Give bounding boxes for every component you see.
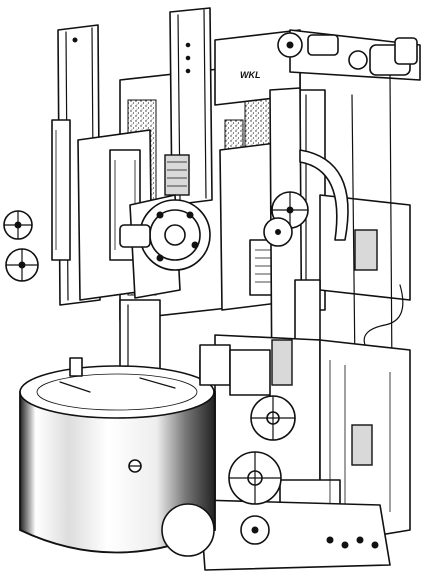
turret-head xyxy=(119,194,211,299)
chip-guard xyxy=(299,149,349,241)
logo-text: WKL xyxy=(240,70,261,80)
control-box xyxy=(199,339,293,396)
central-ram xyxy=(164,7,213,206)
handwheel-left-upper xyxy=(3,210,33,240)
machine-base xyxy=(199,499,391,571)
handwheel-feed-upper xyxy=(250,395,296,441)
handwheel-feed-lower xyxy=(228,451,282,505)
rotary-table xyxy=(19,357,223,557)
handwheel-base xyxy=(240,515,270,545)
handwheel-right-mid xyxy=(263,217,293,247)
top-gears xyxy=(277,32,368,70)
handwheel-left-lower xyxy=(5,248,39,282)
side-feedbox xyxy=(319,74,411,381)
cable xyxy=(363,284,404,346)
